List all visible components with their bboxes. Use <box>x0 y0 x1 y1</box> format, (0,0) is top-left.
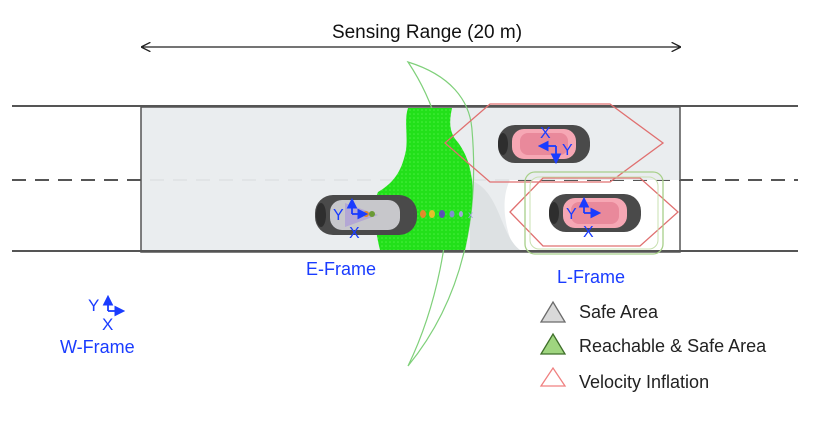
lead-axis-x: X <box>583 224 594 241</box>
world-frame-axes: Y X <box>88 294 126 334</box>
inflation-hexagon-upper <box>444 103 665 183</box>
sensing-box <box>140 106 681 253</box>
ego-trajectory: x <box>420 210 473 221</box>
ego-frame-label: E-Frame <box>306 259 376 279</box>
lead-frame-label: L-Frame <box>557 267 625 287</box>
legend-safe-area-icon <box>539 300 567 323</box>
legend-safe-area-label: Safe Area <box>579 302 659 322</box>
world-axis-y: Y <box>88 296 99 315</box>
ego-frame-axes: Y X <box>333 197 369 242</box>
legend-inflation-label: Velocity Inflation <box>579 372 709 392</box>
world-frame-label: W-Frame <box>60 337 135 357</box>
svg-text:x: x <box>468 210 473 221</box>
ego-axis-x: X <box>349 225 360 242</box>
sensing-range-label: Sensing Range (20 m) <box>332 22 522 43</box>
legend-reachable-icon <box>539 332 567 355</box>
world-axis-x: X <box>102 315 113 334</box>
legend-reachable-label: Reachable & Safe Area <box>579 336 767 356</box>
inflation-hexagon-lower <box>509 177 679 247</box>
other-axis-y: Y <box>562 142 573 159</box>
legend: Safe Area Reachable & Safe Area Velocity… <box>539 300 767 392</box>
other-vehicle-axes: X Y <box>537 125 573 165</box>
ego-vehicle <box>315 195 417 235</box>
safe-area-front-shade <box>470 180 520 250</box>
lead-frame-axes: Y X <box>566 196 602 241</box>
lead-vehicle-box-inner <box>529 176 659 250</box>
legend-inflation-icon <box>539 366 567 387</box>
ego-axis-y: Y <box>333 207 344 224</box>
other-axis-x: X <box>540 125 551 142</box>
lead-axis-y: Y <box>566 206 577 223</box>
lead-vehicle-box-outer <box>524 171 664 255</box>
